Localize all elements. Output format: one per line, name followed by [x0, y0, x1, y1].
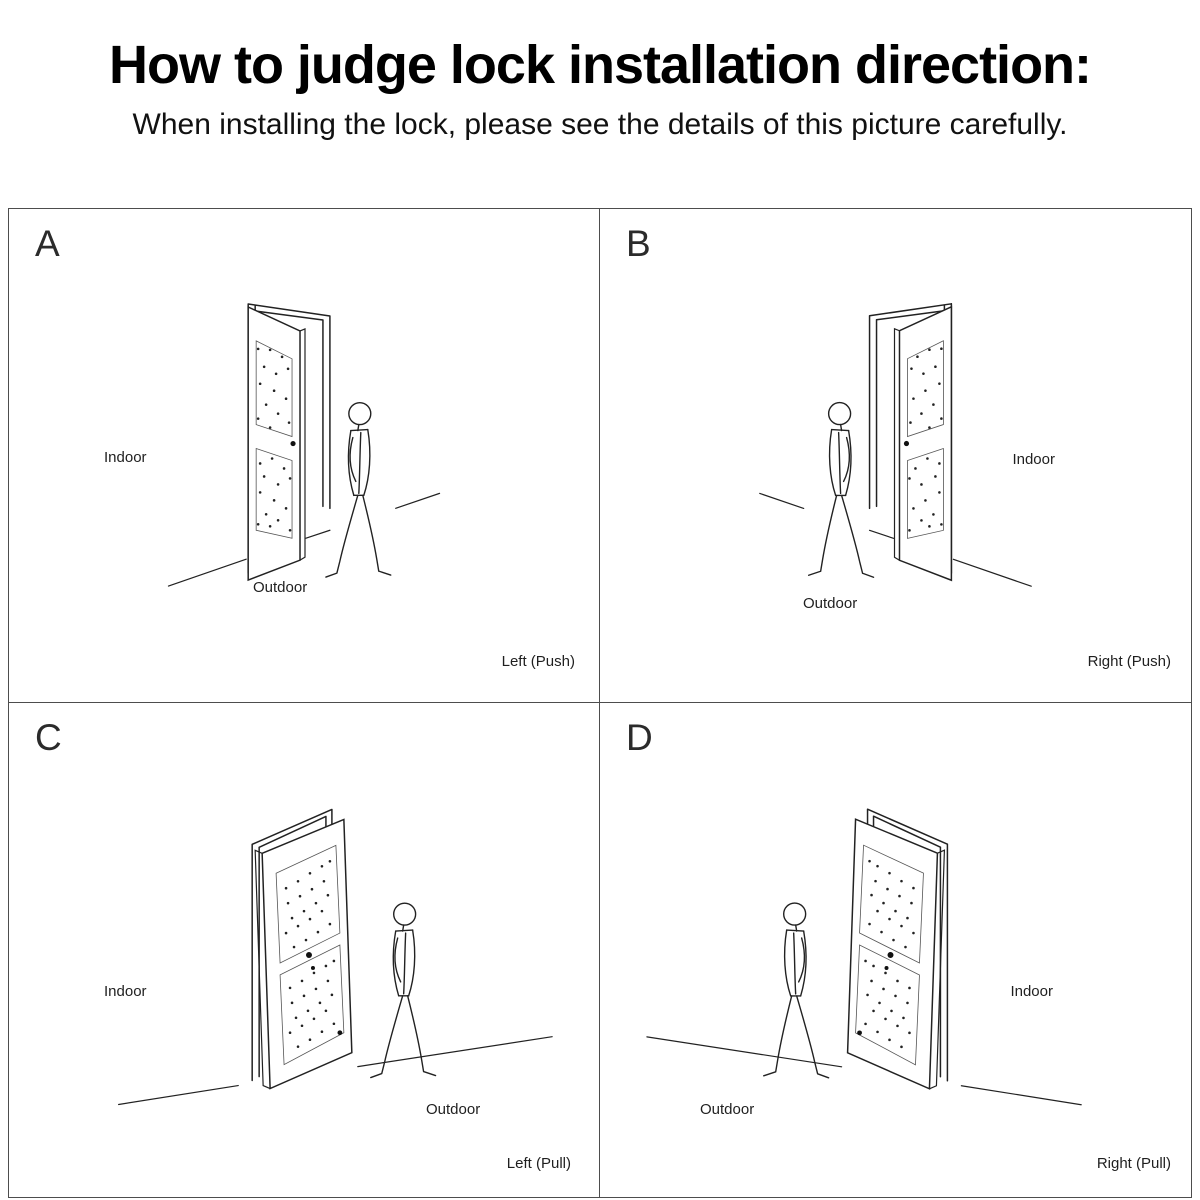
indoor-label: Indoor: [104, 983, 147, 1000]
outdoor-label: Outdoor: [700, 1101, 755, 1118]
header: How to judge lock installation direction…: [0, 34, 1200, 142]
direction-label: Left (Push): [501, 653, 575, 670]
door-push-left-scene-icon: [9, 209, 599, 702]
panel-c: C Indoor Outdoor Left (Pull): [9, 703, 600, 1197]
panel-a: A Indoor Outdoor Left (Push): [9, 209, 600, 703]
diagram-grid: A Indoor Outdoor Left (Push) B Indoor Ou…: [8, 208, 1192, 1198]
door-pull-right-scene-icon: [600, 703, 1191, 1197]
indoor-label: Indoor: [104, 449, 147, 466]
door-pull-left-scene-icon: [9, 703, 599, 1197]
indoor-label: Indoor: [1012, 451, 1055, 468]
direction-label: Right (Push): [1087, 653, 1171, 670]
panel-letter: D: [626, 717, 653, 758]
panel-letter: B: [626, 223, 651, 264]
direction-label: Right (Pull): [1096, 1155, 1171, 1172]
indoor-label: Indoor: [1010, 983, 1053, 1000]
direction-label: Left (Pull): [506, 1155, 571, 1172]
page-title: How to judge lock installation direction…: [108, 35, 1092, 95]
page-subtitle: When installing the lock, please see the…: [132, 108, 1068, 141]
outdoor-label: Outdoor: [253, 579, 308, 596]
outdoor-label: Outdoor: [426, 1101, 481, 1118]
outdoor-label: Outdoor: [803, 595, 858, 612]
panel-b: B Indoor Outdoor Right (Push): [600, 209, 1191, 703]
panel-d: D Indoor Outdoor Right (Pull): [600, 703, 1191, 1197]
panel-letter: A: [35, 223, 60, 264]
panel-letter: C: [35, 717, 62, 758]
door-push-right-scene-icon: [600, 209, 1191, 702]
